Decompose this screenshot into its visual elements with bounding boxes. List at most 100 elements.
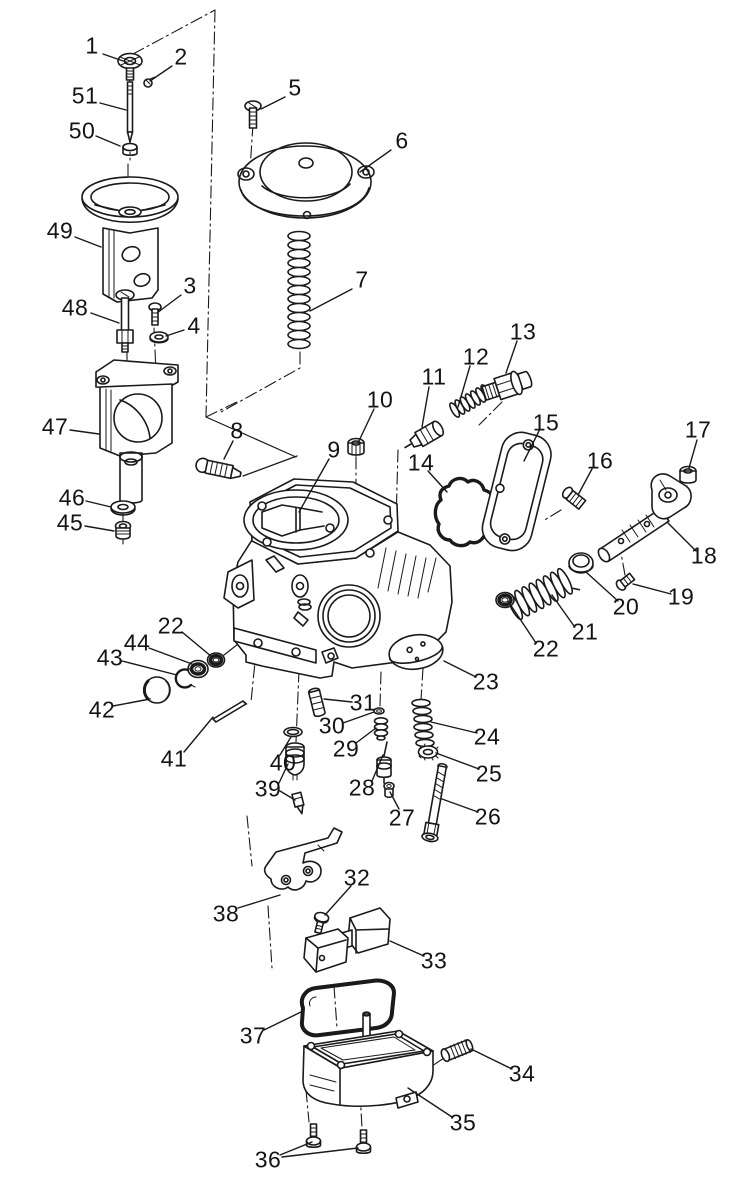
- part-17-cap-drawing: [679, 465, 697, 484]
- leader-line-44: [148, 647, 193, 665]
- leader-line-20: [585, 571, 619, 602]
- part-41-rod-drawing: [212, 700, 248, 723]
- part-34-drain-screw-drawing: [440, 1038, 474, 1063]
- part-13-fitting-drawing: [481, 370, 533, 401]
- leader-line-3: [156, 294, 182, 314]
- leader-line-36: [279, 1141, 313, 1156]
- leader-line-1: [102, 53, 127, 63]
- part-40-o-ring-drawing: [283, 726, 303, 738]
- part-21-return-spring-drawing: [500, 567, 581, 621]
- leader-line-8: [223, 440, 234, 460]
- leader-line-34: [470, 1048, 513, 1070]
- part-8-plug-screw-drawing: [195, 457, 242, 480]
- part-20-bushing-drawing: [568, 552, 594, 574]
- leader-line-29: [355, 727, 377, 744]
- leader-line-21: [551, 594, 575, 627]
- part-11-needle-valve-drawing: [404, 420, 445, 449]
- leader-line-35: [407, 1087, 453, 1118]
- leader-line-22b: [181, 631, 213, 658]
- part-30-o-ring-drawing: [373, 707, 385, 715]
- leader-line-41: [183, 716, 214, 753]
- leader-line-28: [371, 754, 384, 782]
- leader-line-16: [577, 468, 593, 496]
- leader-line-42: [112, 698, 151, 707]
- leader-lines: [69, 53, 698, 1158]
- leader-line-23: [443, 660, 477, 678]
- part-27-jet-drawing: [383, 781, 395, 799]
- leader-line-37: [263, 1011, 302, 1031]
- leader-line-48: [90, 312, 120, 324]
- leader-line-39: [279, 790, 296, 801]
- leader-line-39: [278, 763, 289, 784]
- part-39-needle-jet-drawing: [285, 742, 305, 815]
- leader-line-12: [457, 365, 471, 408]
- part-45-plug-screw-drawing: [114, 520, 132, 540]
- part-33-float-drawing: [303, 907, 391, 973]
- leader-line-7: [309, 288, 353, 312]
- leader-line-46: [85, 500, 112, 508]
- part-24-spring-drawing: [411, 698, 435, 748]
- part-5-cover-screw-drawing: [244, 100, 262, 129]
- leader-line-4: [165, 329, 185, 337]
- part-7-slide-spring-drawing: [287, 230, 311, 350]
- leader-line-15: [523, 430, 540, 462]
- leader-line-26: [441, 798, 479, 813]
- leader-line-49: [74, 236, 102, 248]
- leader-line-19: [632, 583, 672, 595]
- leader-line-45: [84, 525, 115, 532]
- part-38-bracket-drawing: [263, 827, 343, 891]
- leader-line-40: [279, 736, 292, 756]
- part-42-cap-drawing: [142, 676, 171, 704]
- part-35-float-bowl-drawing: [302, 1011, 434, 1109]
- leader-line-43: [121, 660, 178, 676]
- part-29-jet-stack-drawing: [373, 716, 389, 741]
- leader-line-11: [421, 386, 430, 428]
- leader-line-38: [237, 894, 281, 909]
- part-19-screw-drawing: [615, 572, 636, 591]
- part-15-cover-plate-drawing: [481, 431, 552, 552]
- part-18-starter-shaft-drawing: [597, 473, 692, 563]
- part-43-snap-ring-drawing: [174, 666, 196, 689]
- leader-line-2: [149, 65, 173, 82]
- leader-line-6: [359, 149, 392, 173]
- part-8-axis-line: [242, 455, 298, 477]
- part-14-gasket-drawing: [433, 476, 498, 548]
- part-51-jet-needle-drawing: [126, 81, 134, 143]
- part-31-pilot-jet-drawing: [307, 687, 326, 718]
- leader-line-14: [427, 470, 448, 493]
- leader-line-36: [281, 1147, 359, 1158]
- part-48-bolt-drawing: [115, 289, 135, 353]
- part-3-screw-drawing: [148, 302, 162, 326]
- part-4-washer-drawing: [149, 331, 169, 344]
- leader-line-33: [389, 940, 425, 957]
- leader-line-32: [324, 885, 352, 916]
- leader-line-5: [260, 96, 286, 110]
- part-1-screw-drawing: [117, 52, 143, 81]
- part-16-screw-drawing: [561, 486, 587, 510]
- leader-line-24: [430, 721, 478, 734]
- leader-line-10: [357, 408, 375, 444]
- leader-line-22a: [507, 600, 537, 644]
- part-36-bowl-screws-drawing: [305, 1123, 372, 1155]
- leader-line-13: [505, 340, 518, 374]
- part-49-slide-diaphragm-drawing: [81, 176, 179, 303]
- leader-line-27: [389, 791, 400, 810]
- part-47-starter-bracket-drawing: [95, 359, 179, 504]
- part-10-cap-nut-drawing: [347, 437, 365, 457]
- leader-line-31: [323, 698, 353, 703]
- part-50-spacer-drawing: [122, 142, 138, 157]
- leader-line-47: [69, 429, 100, 435]
- part-6-diaphragm-cover-drawing: [237, 142, 375, 220]
- part-26-screw-long-drawing: [421, 762, 448, 843]
- leader-line-17: [688, 439, 698, 469]
- leader-line-51: [99, 102, 127, 111]
- part-25-nut-drawing: [417, 743, 439, 761]
- leader-line-30: [342, 711, 375, 724]
- part-32-screw-drawing: [313, 911, 330, 935]
- part-23-diaphragm-disc-drawing: [388, 633, 444, 671]
- leader-line-9: [298, 458, 330, 513]
- leader-line-18: [666, 521, 697, 552]
- leader-line-25: [435, 752, 480, 770]
